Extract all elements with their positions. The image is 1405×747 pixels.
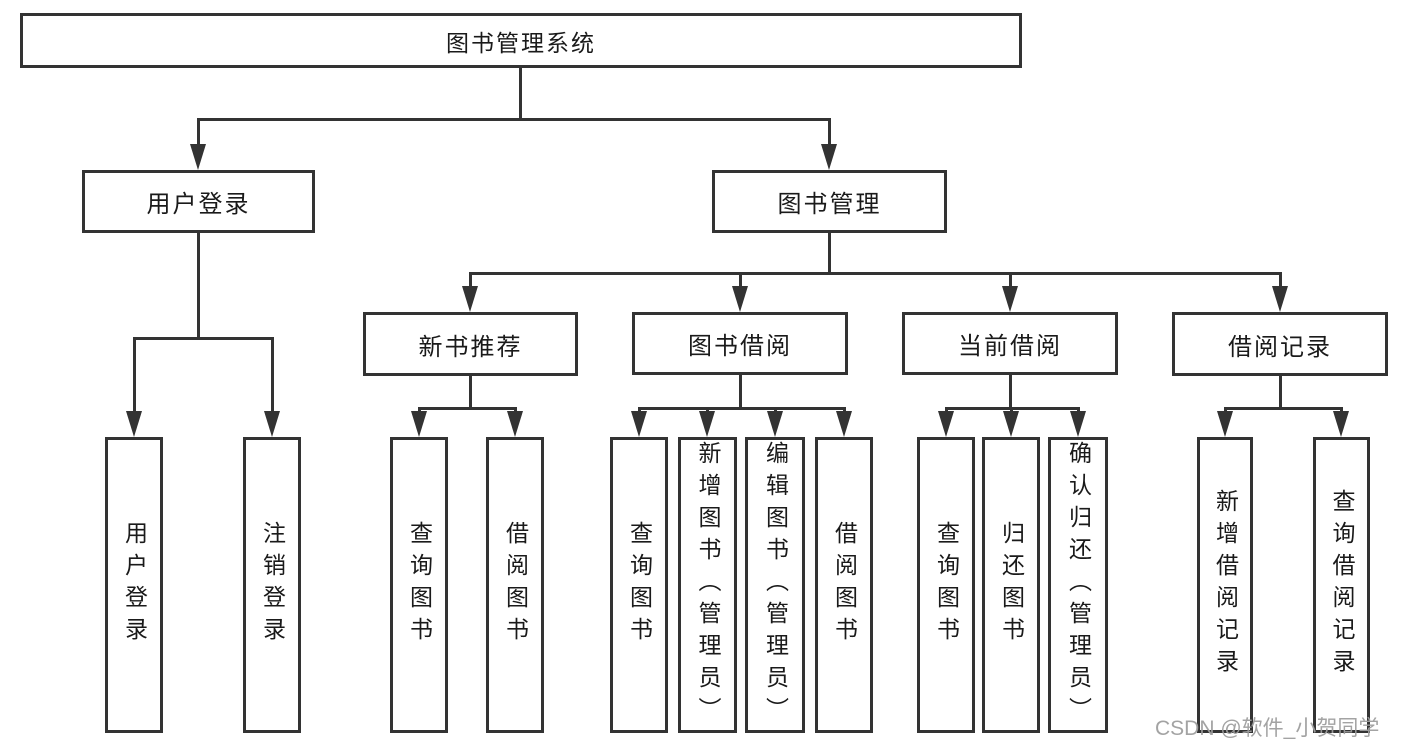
connector-vline xyxy=(739,272,742,290)
arrow-down-icon xyxy=(1272,286,1288,312)
arrow-down-icon xyxy=(462,286,478,312)
connector-vline xyxy=(469,272,472,290)
connector-vline xyxy=(1279,376,1282,410)
leaf-add-books-admin: 新增图书（管理员） xyxy=(678,437,737,733)
leaf-query-borrow-record: 查询借阅记录 xyxy=(1313,437,1370,733)
connector-vline xyxy=(828,233,831,275)
leaf-label: 查询图书 xyxy=(406,521,433,649)
leaf-label: 用户登录 xyxy=(121,521,148,649)
arrow-down-icon xyxy=(190,144,206,170)
connector-hline xyxy=(197,118,831,121)
connector-hline xyxy=(1224,407,1343,410)
leaf-edit-books-admin: 编辑图书（管理员） xyxy=(745,437,805,733)
arrow-down-icon xyxy=(631,411,647,437)
arrow-down-icon xyxy=(836,411,852,437)
arrow-down-icon xyxy=(264,411,280,437)
leaf-label: 新增借阅记录 xyxy=(1212,489,1239,681)
arrow-down-icon xyxy=(1217,411,1233,437)
leaf-logout: 注销登录 xyxy=(243,437,301,733)
leaf-return-books: 归还图书 xyxy=(982,437,1040,733)
connector-vline xyxy=(197,233,200,340)
arrow-down-icon xyxy=(507,411,523,437)
leaf-label: 归还图书 xyxy=(998,521,1025,649)
connector-hline xyxy=(418,407,517,410)
arrow-down-icon xyxy=(1070,411,1086,437)
node-new-book-recommendation: 新书推荐 xyxy=(363,312,578,376)
leaf-recommend-borrow-books: 借阅图书 xyxy=(486,437,544,733)
arrow-down-icon xyxy=(1002,286,1018,312)
leaf-label: 编辑图书（管理员） xyxy=(762,441,789,729)
connector-hline xyxy=(469,272,1282,275)
leaf-confirm-return-admin: 确认归还（管理员） xyxy=(1048,437,1108,733)
watermark: CSDN @软件_小贺同学 xyxy=(1155,717,1380,740)
connector-vline xyxy=(519,68,522,121)
connector-vline xyxy=(1279,272,1282,290)
connector-vline xyxy=(469,376,472,410)
connector-vline xyxy=(828,118,831,148)
node-label: 借阅记录 xyxy=(1228,333,1332,361)
leaf-label: 借阅图书 xyxy=(502,521,529,649)
connector-vline xyxy=(1009,375,1012,410)
connector-vline xyxy=(271,337,274,415)
leaf-label: 查询图书 xyxy=(933,521,960,649)
node-label: 图书借阅 xyxy=(688,333,792,360)
arrow-down-icon xyxy=(126,411,142,437)
node-user-login-group: 用户登录 xyxy=(82,170,315,233)
node-label: 图书管理 xyxy=(777,191,882,218)
arrow-down-icon xyxy=(767,411,783,437)
node-borrowing-records: 借阅记录 xyxy=(1172,312,1388,376)
node-library-management-system: 图书管理系统 xyxy=(20,13,1022,68)
node-label: 图书管理系统 xyxy=(446,29,596,56)
connector-hline xyxy=(133,337,273,340)
leaf-label: 新增图书（管理员） xyxy=(695,441,721,729)
leaf-recommend-query-books: 查询图书 xyxy=(390,437,448,733)
leaf-borrowing-borrow-books: 借阅图书 xyxy=(815,437,873,733)
connector-vline xyxy=(197,118,200,148)
arrow-down-icon xyxy=(1333,411,1349,437)
arrow-down-icon xyxy=(938,411,954,437)
leaf-label: 确认归还（管理员） xyxy=(1065,441,1092,729)
leaf-label: 查询借阅记录 xyxy=(1329,489,1355,681)
node-label: 用户登录 xyxy=(146,191,251,218)
connector-vline xyxy=(133,337,136,415)
leaf-label: 借阅图书 xyxy=(831,521,858,649)
leaf-current-query-books: 查询图书 xyxy=(917,437,975,733)
node-book-borrowing: 图书借阅 xyxy=(632,312,848,375)
arrow-down-icon xyxy=(1003,411,1019,437)
leaf-label: 查询图书 xyxy=(626,521,653,649)
connector-hline xyxy=(638,407,846,410)
connector-vline xyxy=(739,375,742,410)
node-book-management: 图书管理 xyxy=(712,170,947,233)
node-label: 新书推荐 xyxy=(418,333,523,361)
leaf-add-borrow-record: 新增借阅记录 xyxy=(1197,437,1253,733)
leaf-user-login: 用户登录 xyxy=(105,437,163,733)
arrow-down-icon xyxy=(699,411,715,437)
arrow-down-icon xyxy=(732,286,748,312)
connector-vline xyxy=(1009,272,1012,290)
node-label: 当前借阅 xyxy=(958,333,1062,360)
leaf-label: 注销登录 xyxy=(259,521,286,649)
arrow-down-icon xyxy=(821,144,837,170)
leaf-borrowing-query-books: 查询图书 xyxy=(610,437,668,733)
node-current-borrowing: 当前借阅 xyxy=(902,312,1118,375)
arrow-down-icon xyxy=(411,411,427,437)
